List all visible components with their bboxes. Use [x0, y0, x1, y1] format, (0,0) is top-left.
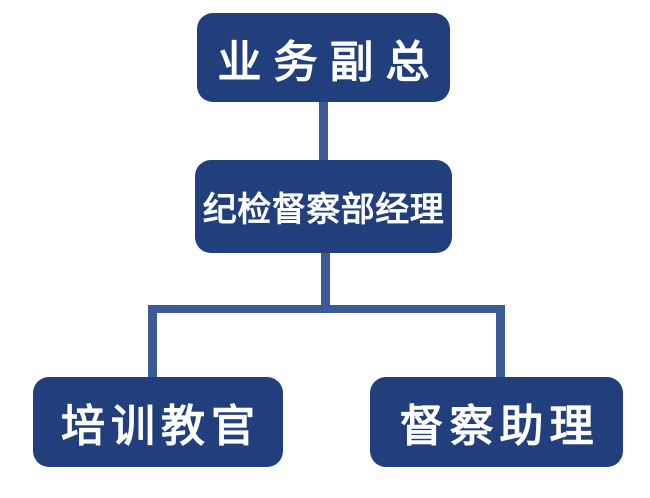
connector-top-to-middle — [319, 100, 328, 162]
connector-drop-right — [496, 305, 505, 379]
connector-middle-to-branch — [321, 251, 330, 311]
node-supervision-assistant-label: 督察助理 — [399, 402, 600, 451]
connector-branch-horizontal — [148, 305, 505, 313]
node-training-instructor-label: 培训教官 — [61, 402, 261, 451]
node-discipline-supervision-manager: 纪检督察部经理 — [195, 160, 452, 253]
connector-drop-left — [148, 305, 157, 379]
node-discipline-supervision-manager-label: 纪检督察部经理 — [202, 191, 445, 229]
node-training-instructor: 培训教官 — [33, 377, 283, 467]
node-business-vp-label: 业务副总 — [217, 37, 442, 87]
node-business-vp: 业务副总 — [197, 13, 450, 102]
node-supervision-assistant: 督察助理 — [370, 377, 623, 467]
